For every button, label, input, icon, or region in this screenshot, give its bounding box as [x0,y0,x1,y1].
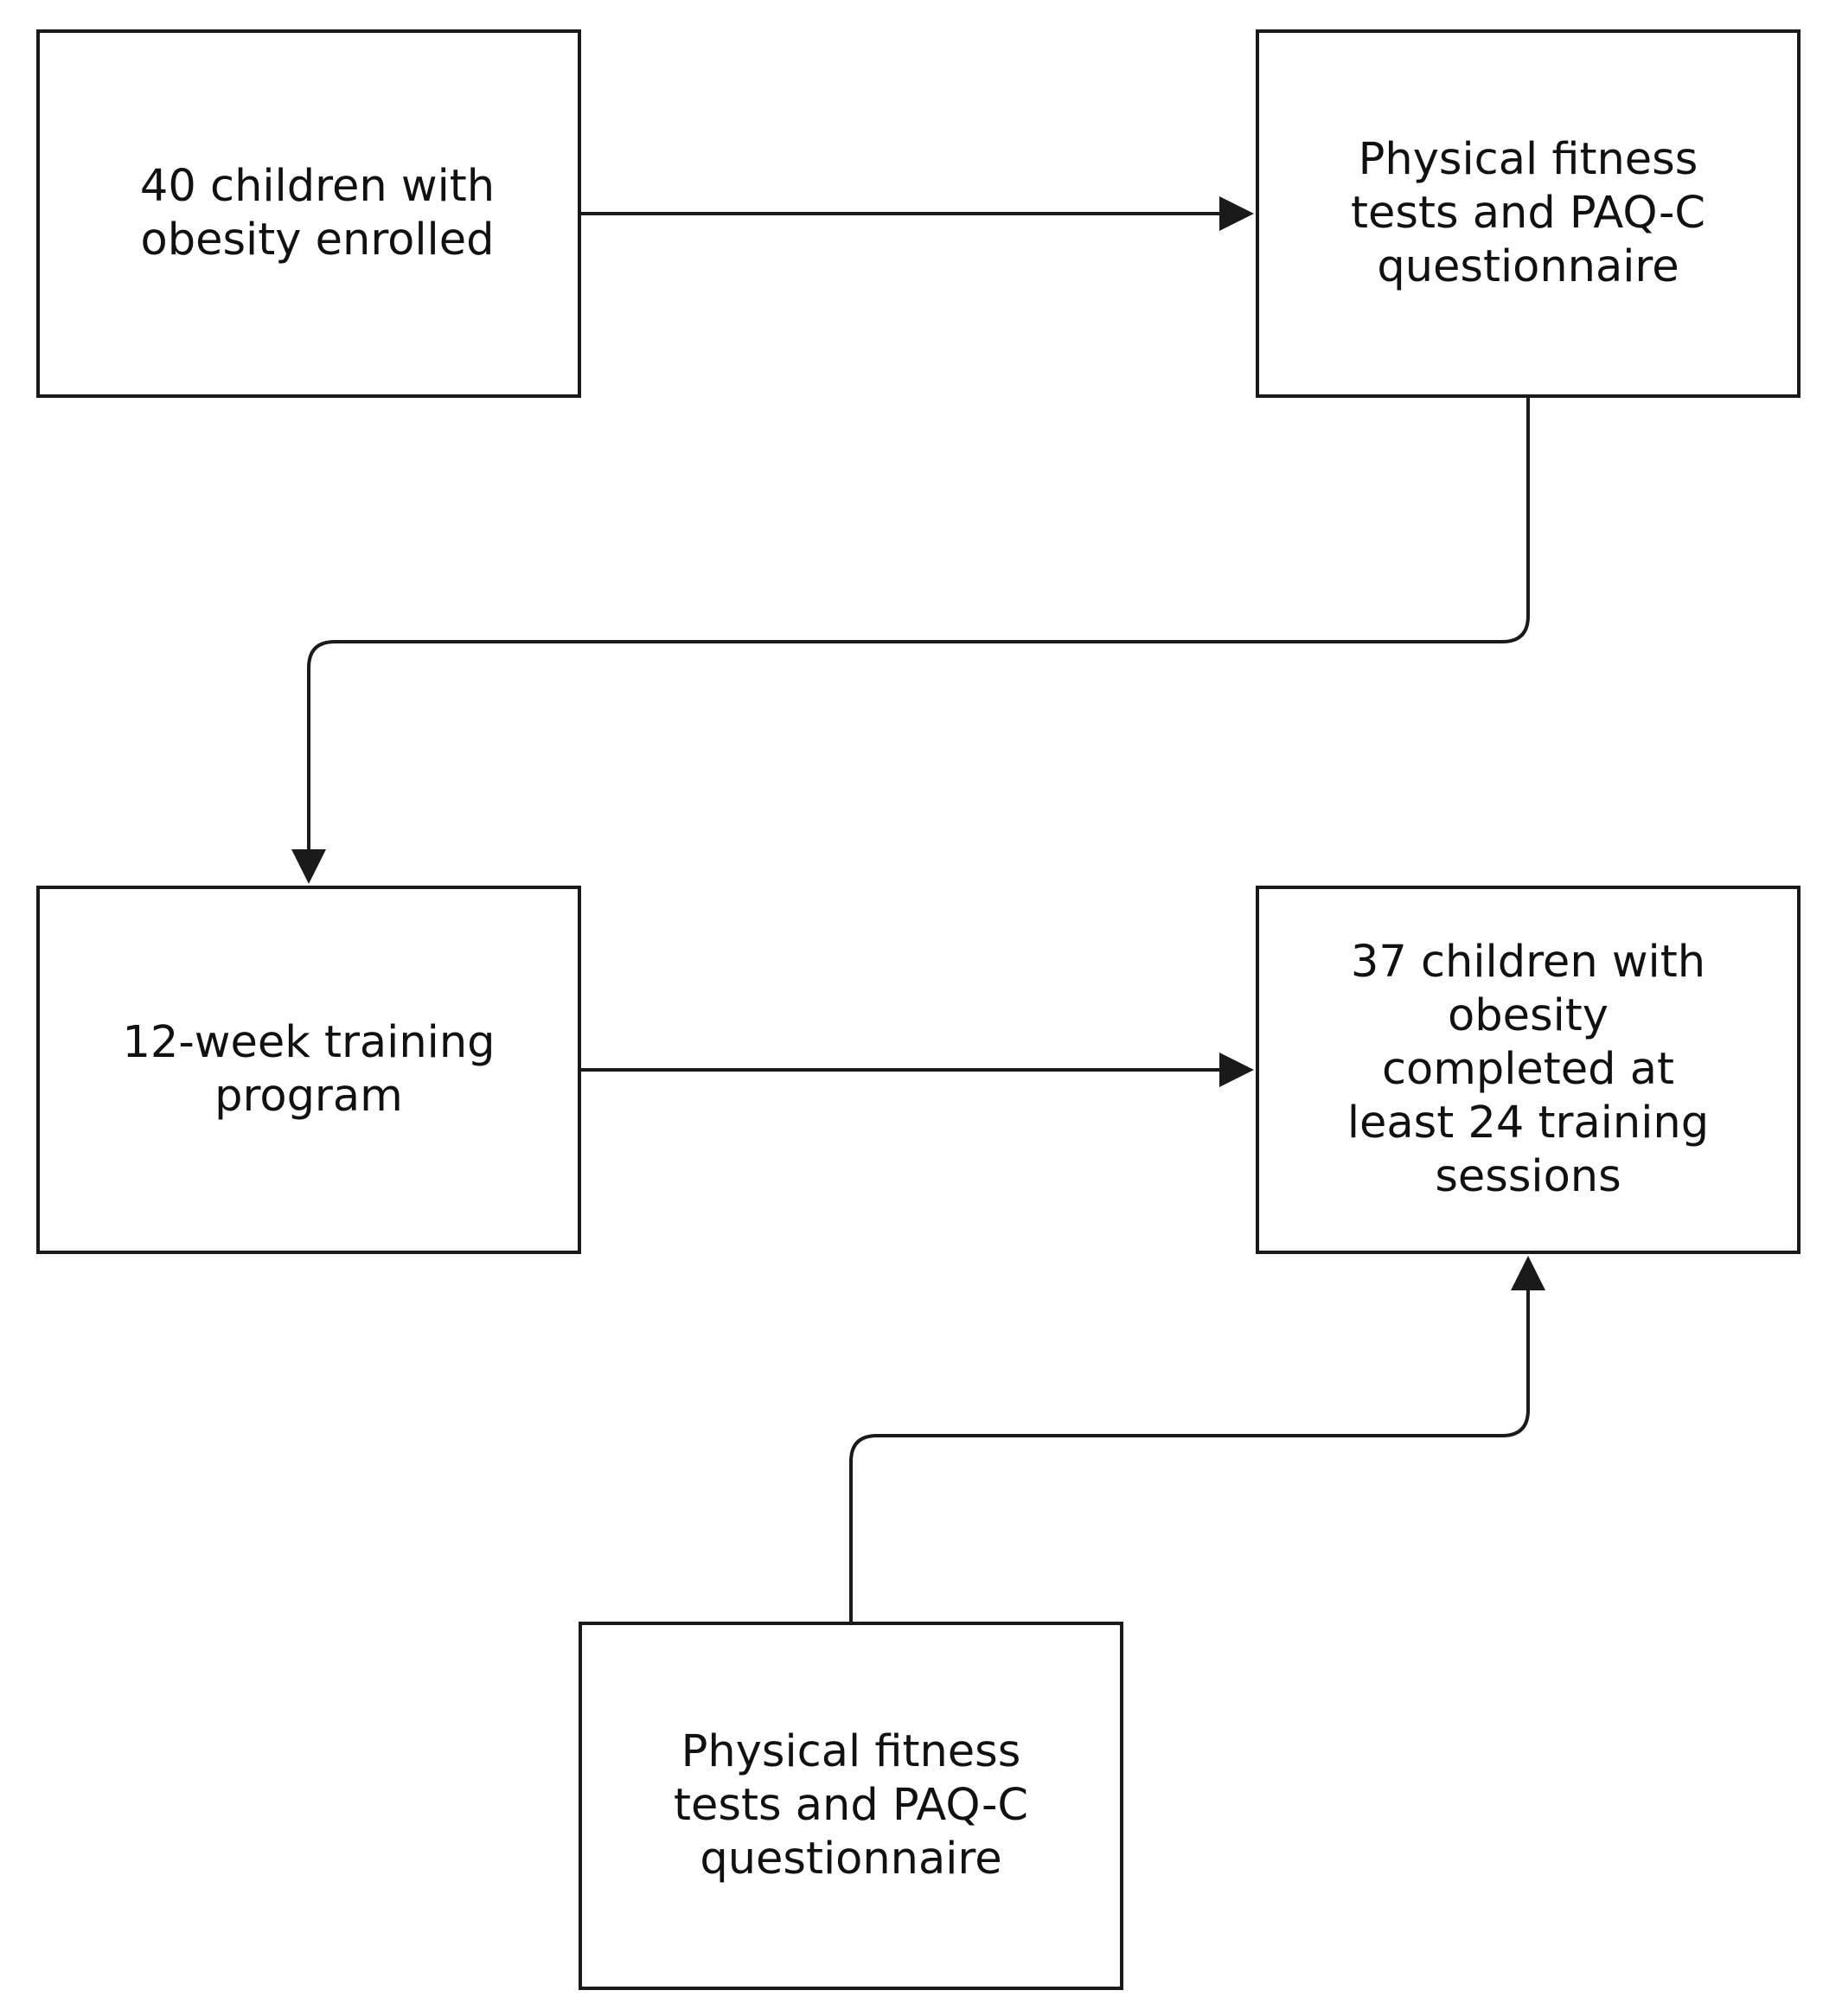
arrow-baseline-tests-to-training [291,398,1530,884]
node-label: Physical fitness tests and PAQ-C questio… [674,1726,1028,1885]
arrow-followup-tests-to-completed [849,1256,1545,1622]
node-label: 37 children with obesity completed at le… [1346,937,1710,1202]
node-children-enrolled: 40 children with obesity enrolled [36,29,581,398]
node-label: 12-week training program [122,1017,496,1122]
node-label: Physical fitness tests and PAQ-C questio… [1351,134,1705,292]
node-baseline-tests: Physical fitness tests and PAQ-C questio… [1256,29,1801,398]
node-children-completed: 37 children with obesity completed at le… [1256,886,1801,1254]
node-followup-tests: Physical fitness tests and PAQ-C questio… [579,1622,1123,1990]
node-label: 40 children with obesity enrolled [139,161,496,266]
node-training-program: 12-week training program [36,886,581,1254]
